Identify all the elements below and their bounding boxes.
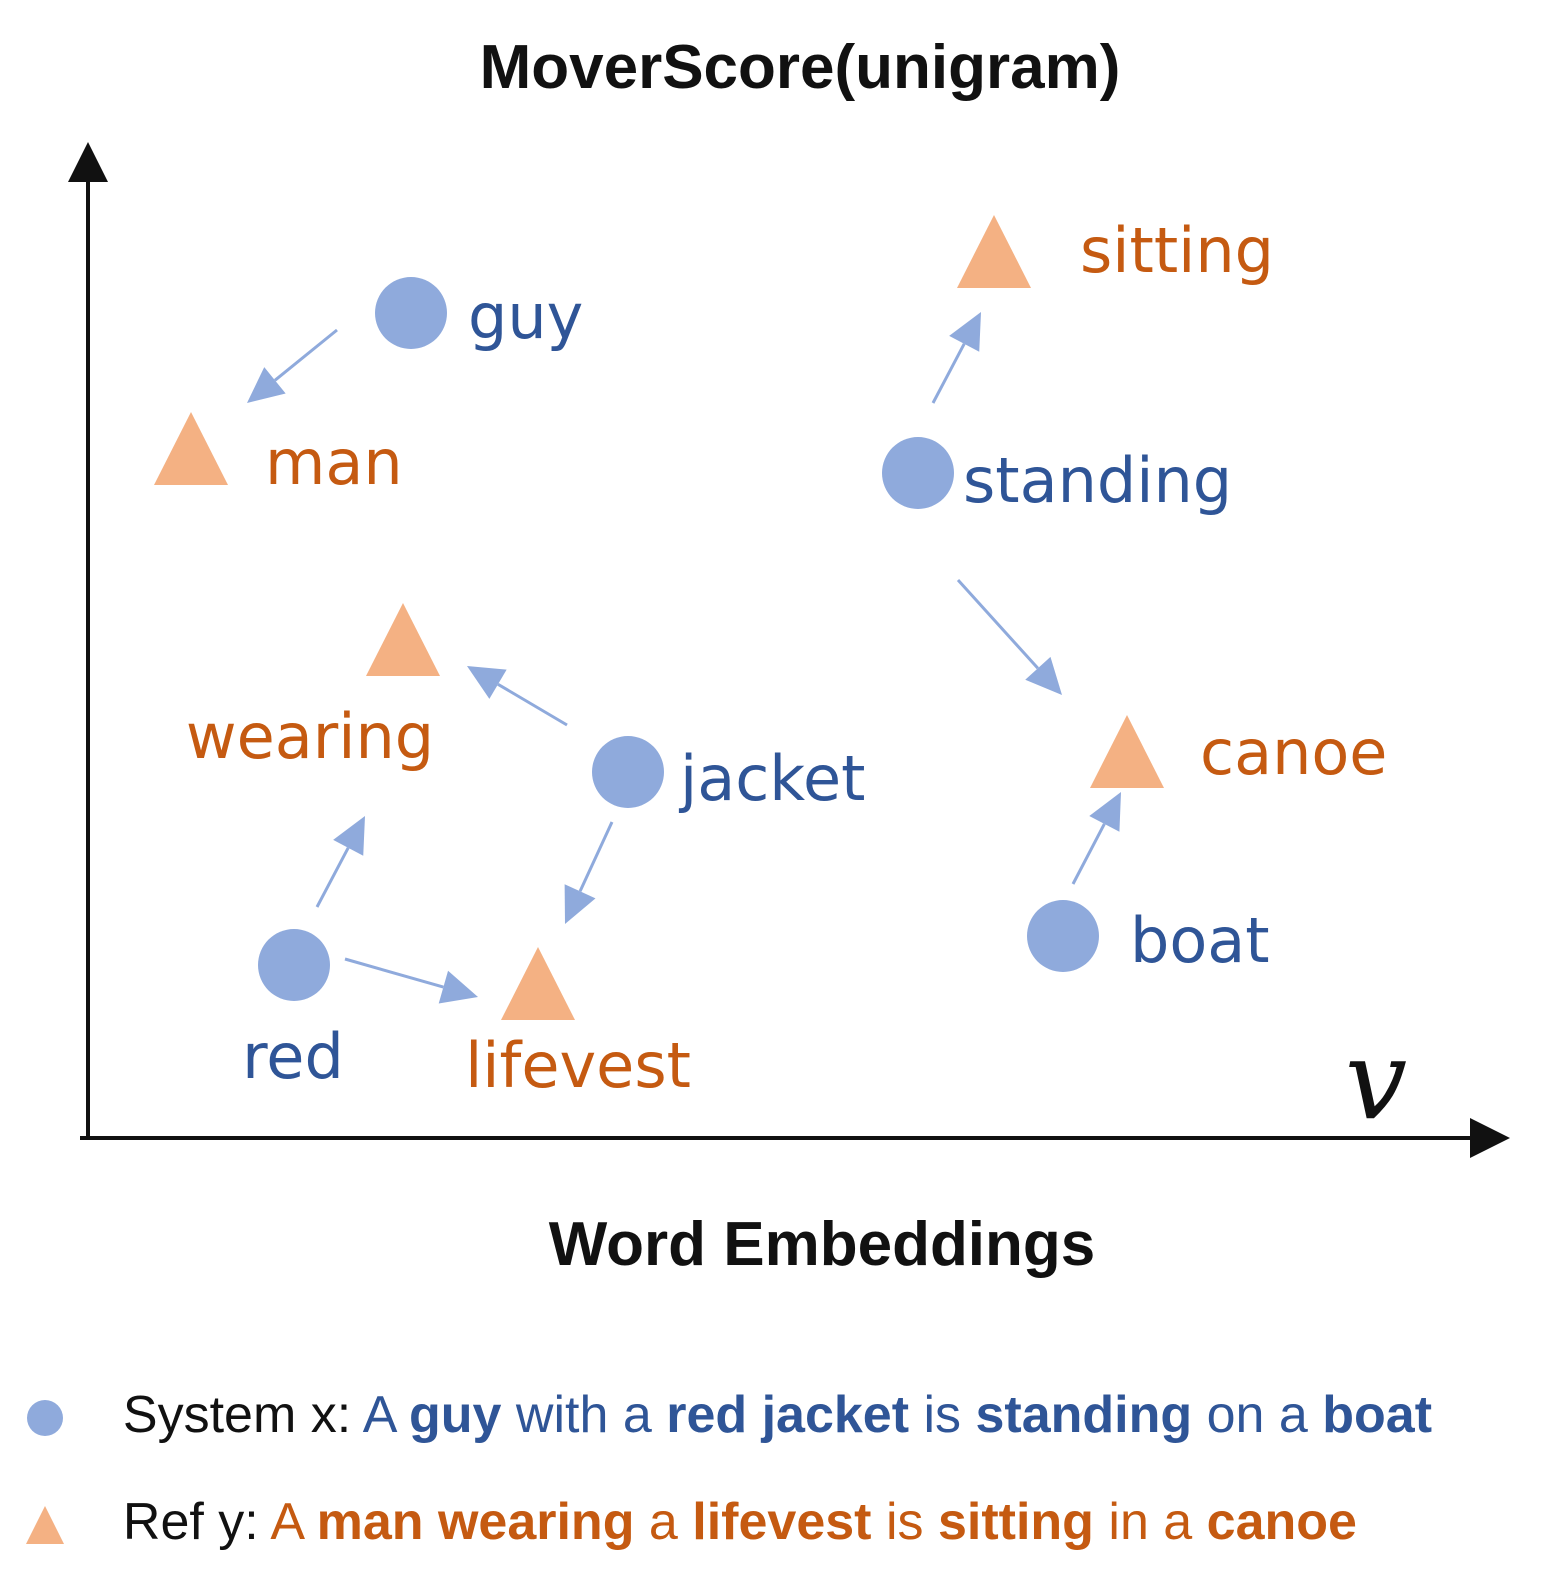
- legend-reference-sentence-fragment: is: [871, 1493, 938, 1551]
- triangle-marker-man: [154, 412, 228, 485]
- axis-symbol: v: [1345, 1016, 1407, 1144]
- system-word-guy: guy: [468, 280, 583, 353]
- legend-reference-sentence-fragment: canoe: [1206, 1493, 1357, 1551]
- y-axis-arrowhead: [68, 142, 108, 182]
- circle-marker-jacket: [592, 736, 664, 808]
- system-word-boat: boat: [1130, 904, 1270, 977]
- legend-system-sentence-fragment: standing: [975, 1386, 1193, 1444]
- legend-reference-sentence-fragment: man: [316, 1493, 424, 1551]
- legend-reference: Ref y: A man wearing a lifevest is sitti…: [20, 1492, 1357, 1552]
- diagram-title: MoverScore(unigram): [480, 33, 1121, 102]
- legend-system-sentence-fragment: with a: [501, 1386, 667, 1444]
- reference-word-man: man: [265, 426, 403, 499]
- legend-system-sentence-fragment: is: [909, 1386, 976, 1444]
- triangle-marker-sitting: [957, 215, 1031, 288]
- reference-word-canoe: canoe: [1200, 716, 1387, 789]
- legend-reference-sentence: A man wearing a lifevest is sitting in a…: [259, 1493, 1357, 1551]
- circle-marker-red: [258, 929, 330, 1001]
- legend-reference-sentence-fragment: wearing: [437, 1493, 635, 1551]
- legend-system-sentence-fragment: boat: [1322, 1386, 1433, 1444]
- legend-system-sentence-fragment: guy: [409, 1386, 502, 1444]
- word-labels: guy standing jacket red boat sitting man wearin…: [186, 214, 1388, 1102]
- x-axis-arrowhead: [1470, 1118, 1510, 1158]
- x-axis-label: Word Embeddings: [549, 1210, 1096, 1279]
- arrow-standing-to-sitting: [931, 312, 981, 404]
- legend-reference-sentence-fragment: in a: [1093, 1493, 1207, 1551]
- circle-marker-boat: [1027, 900, 1099, 972]
- alignment-arrows: [247, 312, 1121, 1004]
- legend-triangle-icon: [26, 1506, 64, 1545]
- arrow-jacket-to-lifevest: [564, 821, 614, 924]
- arrow-standing-to-canoe: [956, 578, 1062, 695]
- triangle-marker-lifevest: [501, 947, 575, 1020]
- legend-reference-sentence-fragment: sitting: [937, 1493, 1094, 1551]
- arrow-red-to-wearing: [315, 816, 365, 908]
- arrow-red-to-lifevest: [344, 957, 478, 1004]
- legend-system-sentence-fragment: A: [351, 1386, 410, 1444]
- circle-marker-guy: [375, 277, 447, 349]
- legend-reference-sentence-fragment: lifevest: [692, 1493, 872, 1551]
- reference-word-sitting: sitting: [1080, 214, 1274, 287]
- legend-system-sentence: A guy with a red jacket is standing on a…: [351, 1386, 1432, 1444]
- arrow-jacket-to-wearing: [467, 666, 568, 727]
- reference-word-lifevest: lifevest: [465, 1029, 691, 1102]
- legend-reference-sentence-fragment: a: [634, 1493, 693, 1551]
- triangle-marker-canoe: [1090, 715, 1164, 788]
- legend-reference-sentence-fragment: [424, 1493, 438, 1551]
- legend-system-sentence-fragment: red jacket: [666, 1386, 910, 1444]
- axes: [68, 142, 1510, 1158]
- system-word-jacket: jacket: [678, 742, 865, 815]
- legend-reference-sentence-fragment: A: [258, 1493, 317, 1551]
- legend-system-sentence-fragment: on a: [1192, 1386, 1323, 1444]
- system-word-standing: standing: [963, 444, 1232, 517]
- arrow-boat-to-canoe: [1071, 792, 1121, 885]
- circle-marker-standing: [882, 437, 954, 509]
- triangle-marker-wearing: [366, 603, 440, 676]
- legend-system-label: System x:: [122, 1386, 352, 1444]
- legend-reference-label: Ref y:: [122, 1493, 259, 1551]
- arrow-guy-to-man: [247, 328, 338, 403]
- word-markers: [154, 215, 1164, 1020]
- legend-circle-icon: [27, 1400, 63, 1437]
- legend-system: System x: A guy with a red jacket is sta…: [20, 1385, 1432, 1445]
- system-word-red: red: [242, 1020, 344, 1093]
- reference-word-wearing: wearing: [186, 700, 434, 773]
